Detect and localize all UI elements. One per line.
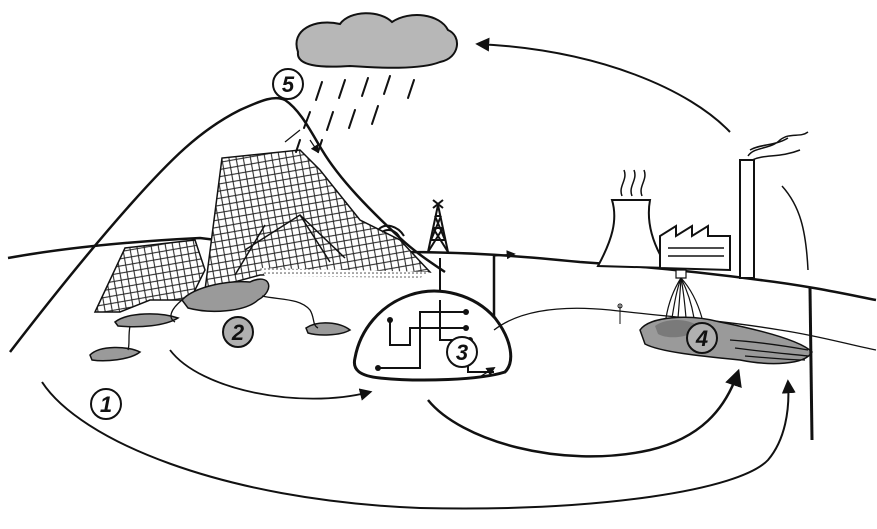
seepage-pool-right	[306, 323, 350, 335]
arrow-outer-cycle	[42, 382, 788, 508]
cooling-tower-steam	[621, 170, 645, 196]
arrow-lens-to-plume	[428, 372, 738, 456]
smokestack-smoke	[748, 132, 808, 160]
stage-label-2: 2	[223, 317, 253, 347]
seepage-pool-lower	[90, 347, 140, 360]
drilling-derrick-icon	[428, 200, 448, 252]
boundary-well	[810, 288, 812, 440]
svg-text:1: 1	[100, 392, 112, 417]
rain-cloud	[296, 13, 457, 68]
well-marker-icon	[618, 304, 622, 324]
stage-label-5: 5	[273, 69, 303, 99]
smokestack	[740, 160, 754, 278]
seepage-pool-left	[115, 314, 178, 327]
svg-text:3: 3	[456, 340, 468, 365]
svg-text:4: 4	[695, 326, 708, 351]
arrow-smoke-down	[782, 186, 808, 270]
arrow-heap-to-lens	[170, 350, 370, 399]
arrow-to-atmosphere	[478, 44, 730, 132]
effluent-discharge-fountain	[666, 270, 702, 318]
svg-text:2: 2	[231, 320, 245, 345]
svg-text:5: 5	[282, 72, 295, 97]
stage-label-1: 1	[91, 389, 121, 419]
cooling-tower	[598, 200, 668, 268]
stage-label-3: 3	[447, 337, 477, 367]
stage-label-4: 4	[687, 323, 717, 353]
rain-streaks	[296, 76, 414, 152]
